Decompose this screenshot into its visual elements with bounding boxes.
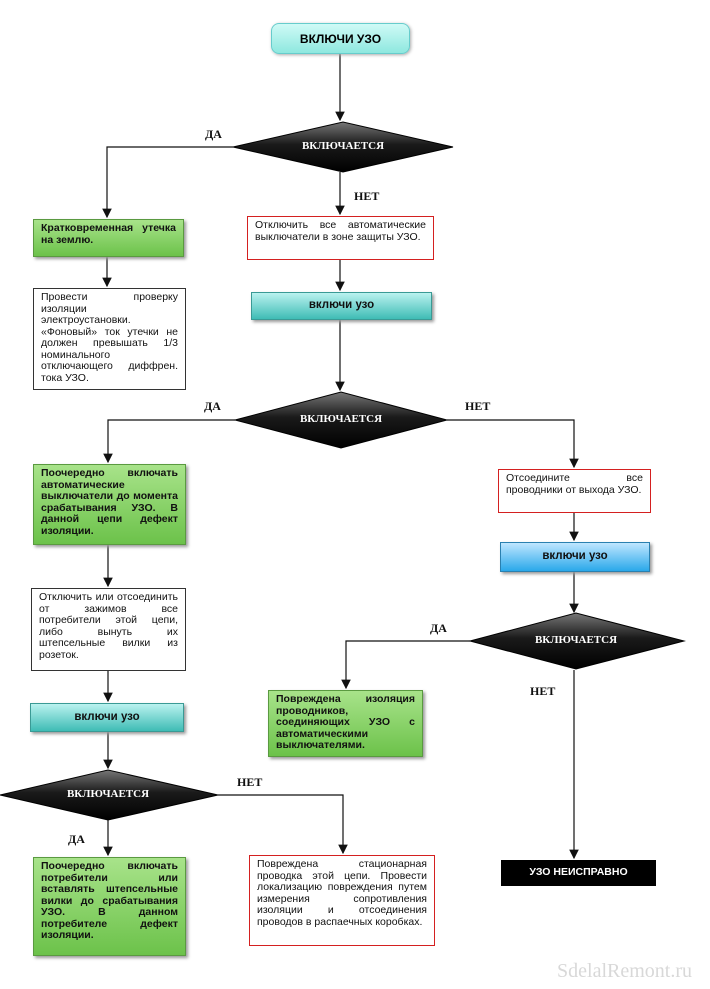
- decision-2: [233, 391, 449, 449]
- d1-yes-label: ДА: [205, 127, 222, 141]
- decision-4-label: ВКЛЮЧАЕТСЯ: [534, 634, 618, 646]
- disconnect-conductors-box: Отсоедините все проводники от выхода УЗО…: [498, 469, 651, 513]
- turn-on-box-2: включи узо: [30, 703, 184, 732]
- d3-no-label: НЕТ: [237, 775, 263, 789]
- check-insulation-box: Провести проверку изоляции электроустано…: [33, 288, 186, 390]
- disconnect-consumers-box: Отключить или отсоединить от зажимов все…: [31, 588, 186, 671]
- decision-1: [232, 121, 454, 173]
- decision-1-label: ВКЛЮЧАЕТСЯ: [301, 140, 385, 152]
- decision-3-label: ВКЛЮЧАЕТСЯ: [66, 788, 150, 800]
- rcd-faulty-box: УЗО НЕИСПРАВНО: [501, 860, 656, 886]
- alternately-breakers-box: Поочередно включать автоматические выклю…: [33, 464, 186, 545]
- decision-3: [0, 769, 219, 821]
- d2-yes-label: ДА: [204, 399, 221, 413]
- d1-no-label: НЕТ: [354, 189, 380, 203]
- decision-4: [468, 612, 686, 670]
- d4-no-label: НЕТ: [530, 684, 556, 698]
- disconnect-breakers-box: Отключить все автоматические выключатели…: [247, 216, 434, 260]
- d2-no-label: НЕТ: [465, 399, 491, 413]
- d3-yes-label: ДА: [68, 832, 85, 846]
- start-terminal: ВКЛЮЧИ УЗО: [271, 23, 410, 54]
- turn-on-box-3: включи узо: [500, 542, 650, 572]
- alternately-consumers-box: Поочередно включать потребители или вста…: [33, 857, 186, 956]
- d4-yes-label: ДА: [430, 621, 447, 635]
- decision-2-label: ВКЛЮЧАЕТСЯ: [299, 413, 383, 425]
- watermark: SdelalRemont.ru: [557, 960, 692, 982]
- stationary-wiring-box: Повреждена стационарная проводка этой це…: [249, 855, 435, 946]
- short-leak-box: Кратковременная утечка на землю.: [33, 219, 184, 257]
- damaged-conductors-box: Повреждена изоляция проводников, соединя…: [268, 690, 423, 757]
- turn-on-box-1: включи узо: [251, 292, 432, 320]
